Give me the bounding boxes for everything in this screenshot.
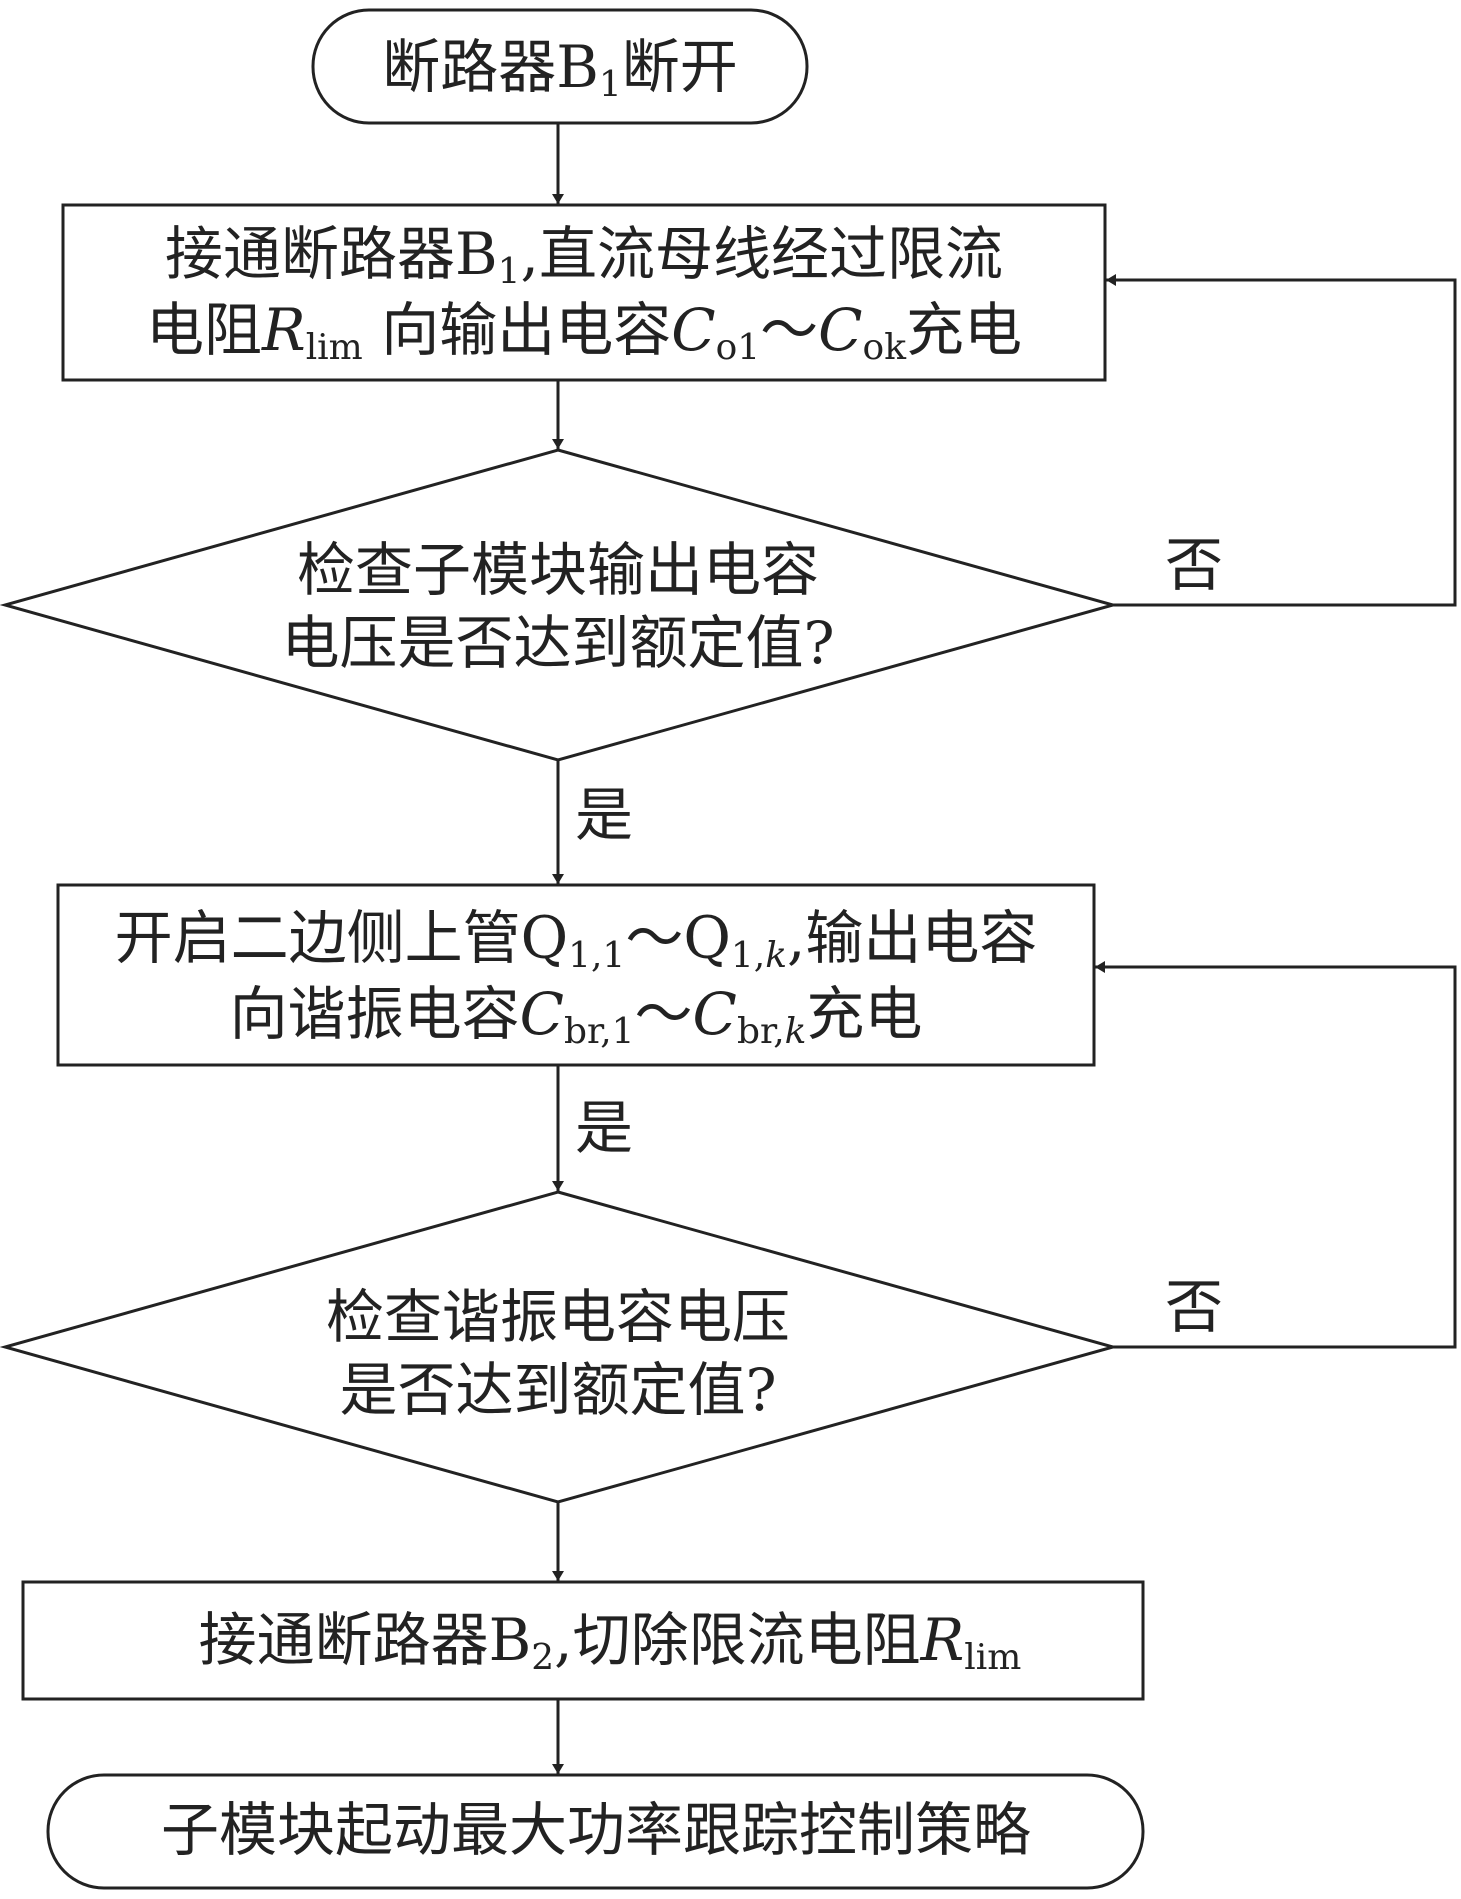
edge-label-no-1: 否 <box>1165 531 1224 599</box>
step2-l1-b: 1,1 <box>568 934 626 976</box>
decision2-line1: 检查谐振电容电压 <box>325 1283 791 1351</box>
start-terminator <box>311 8 809 125</box>
edge-label-yes-1: 是 <box>575 781 634 849</box>
step3-c: ,切除限流电阻 <box>554 1606 921 1674</box>
step1-l2-f: o1 <box>715 326 761 368</box>
step2-l1-c: ～Q <box>625 904 731 972</box>
step2-l2-d: ～ <box>634 980 693 1048</box>
edge-label-yes-2: 是 <box>575 1094 634 1162</box>
step2-l1-a: 开启二边侧上管Q <box>114 904 569 972</box>
step1-l2-j: 充电 <box>905 296 1022 364</box>
step2-l1-e: k <box>765 934 787 976</box>
start-text-c: 断开 <box>621 33 738 101</box>
loop-no-2 <box>1095 961 1457 1349</box>
step1-l2-h: C <box>818 296 863 364</box>
step2-l1-d: 1, <box>730 934 766 976</box>
step2-box <box>56 883 1096 1067</box>
step2-l2-b: C <box>519 980 564 1048</box>
decision2-line2: 是否达到额定值? <box>339 1356 777 1424</box>
step1-l2-c: lim <box>305 326 363 368</box>
step3-a: 接通断路器B <box>198 1606 532 1674</box>
start-text-a: 断路器B <box>382 33 599 101</box>
step1-l2-a: 电阻 <box>146 296 263 364</box>
decision1-line1: 检查子模块输出电容 <box>296 536 820 604</box>
step1-l1-a: 接通断路器B <box>165 220 498 288</box>
step2-line1: 开启二边侧上管Q1,1～Q1,k,输出电容 <box>115 898 1038 978</box>
step1-line1: 接通断路器B1,直流母线经过限流 <box>165 214 1003 294</box>
loop-no-1 <box>1106 274 1457 607</box>
step1-box <box>61 203 1107 382</box>
step2-l2-a: 向谐振电容 <box>229 980 520 1048</box>
step2-l1-f: ,输出电容 <box>786 904 1038 972</box>
step3-e: lim <box>964 1636 1022 1678</box>
start-label: 断路器B1断开 <box>382 27 738 107</box>
step1-line2: 电阻Rlim 向输出电容Co1～Cok充电 <box>146 290 1022 370</box>
step1-l1-c: ,直流母线经过限流 <box>520 220 1003 288</box>
step2-line2: 向谐振电容Cbr,1～Cbr,k充电 <box>230 974 923 1054</box>
step1-l2-b: R <box>262 296 306 364</box>
step1-l2-d: 向输出电容 <box>362 296 672 364</box>
step3-d: R <box>920 1606 965 1674</box>
decision1-line2: 电压是否达到额定值? <box>281 609 835 677</box>
edge-label-no-2: 否 <box>1165 1273 1224 1341</box>
step3-label: 接通断路器B2,切除限流电阻Rlim <box>199 1600 1022 1680</box>
step1-l2-i: ok <box>862 326 906 368</box>
step1-l2-g: ～ <box>760 296 819 364</box>
end-terminator <box>46 1773 1145 1890</box>
step2-l2-c: br,1 <box>563 1010 635 1052</box>
step2-l2-h: 充电 <box>806 980 923 1048</box>
step2-l2-f: br, <box>736 1010 785 1052</box>
end-label: 子模块起动最大功率跟踪控制策略 <box>160 1796 1032 1864</box>
start-text-b: 1 <box>598 63 622 105</box>
step2-l2-g: k <box>784 1010 807 1052</box>
step1-l2-e: C <box>671 296 716 364</box>
step2-l2-e: C <box>692 980 737 1048</box>
step3-box <box>21 1580 1145 1701</box>
step1-l1-b: 1 <box>497 250 521 292</box>
step3-b: 2 <box>531 1636 555 1678</box>
